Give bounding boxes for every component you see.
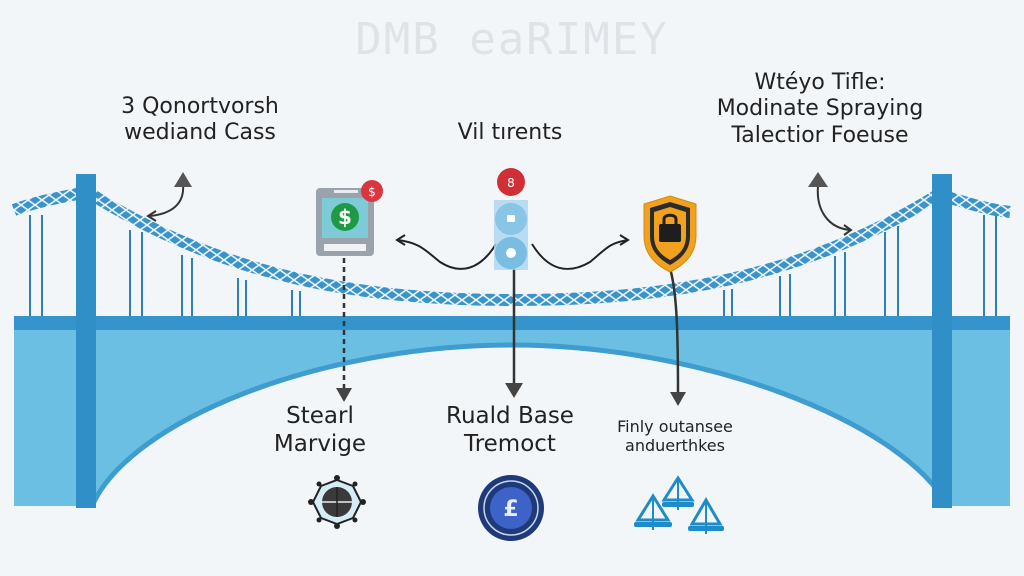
payment-terminal-icon: $ $ <box>316 180 383 256</box>
label-line: Marvige <box>273 430 367 457</box>
curved-arrow-top-left <box>146 172 192 222</box>
payment-badge <box>361 180 383 202</box>
label-bottom-center: Ruald Base Tremoct <box>420 403 600 458</box>
bridge-tower-left <box>76 174 96 508</box>
down-arrow-right <box>668 267 686 406</box>
diagram-title: DMB eaRIMEY <box>355 14 669 65</box>
sailboat-network-icon <box>634 475 724 534</box>
label-line: Talectior Foeuse <box>731 122 909 148</box>
label-line: Ruald Base <box>446 403 574 429</box>
svg-text:8: 8 <box>507 176 515 190</box>
label-line: Tremoct <box>464 430 556 457</box>
curved-arrow-top-right <box>808 172 853 236</box>
label-line: Wtéyo Tifle: <box>754 70 886 95</box>
label-line: 3 Qonortvorsh <box>121 94 279 119</box>
label-line: wediand Cass <box>124 120 276 146</box>
label-bottom-left: Stearl Marvige <box>250 403 390 458</box>
dollar-glyph: $ <box>338 205 352 229</box>
shield-lock-icon <box>643 195 697 273</box>
label-top-center: Vil tırents <box>457 120 563 145</box>
bridge-tower-right <box>932 174 952 508</box>
label-line: Modinate Spraying <box>716 96 924 122</box>
bridge-deck <box>14 316 1010 508</box>
coin-icon: £ <box>478 475 544 541</box>
svg-text:£: £ <box>503 497 518 522</box>
down-arrow-center <box>505 268 523 398</box>
down-arrow-left <box>336 258 352 402</box>
label-line: anduerthkes <box>625 436 725 456</box>
compass-icon <box>308 475 366 529</box>
label-top-left: 3 Qonortvorsh wediand Cass <box>70 94 330 147</box>
stacked-nodes-icon: 8 <box>494 168 528 270</box>
label-line: Finly outansee <box>617 417 733 436</box>
label-line: Stearl <box>286 403 354 429</box>
svg-text:$: $ <box>368 185 376 199</box>
label-bottom-right: Finly outansee anduerthkes <box>590 417 760 455</box>
branch-arrows <box>395 234 630 270</box>
label-top-right: Wtéyo Tifle: Modinate Spraying Talectior… <box>690 70 950 149</box>
bridge-hangers <box>29 215 997 316</box>
